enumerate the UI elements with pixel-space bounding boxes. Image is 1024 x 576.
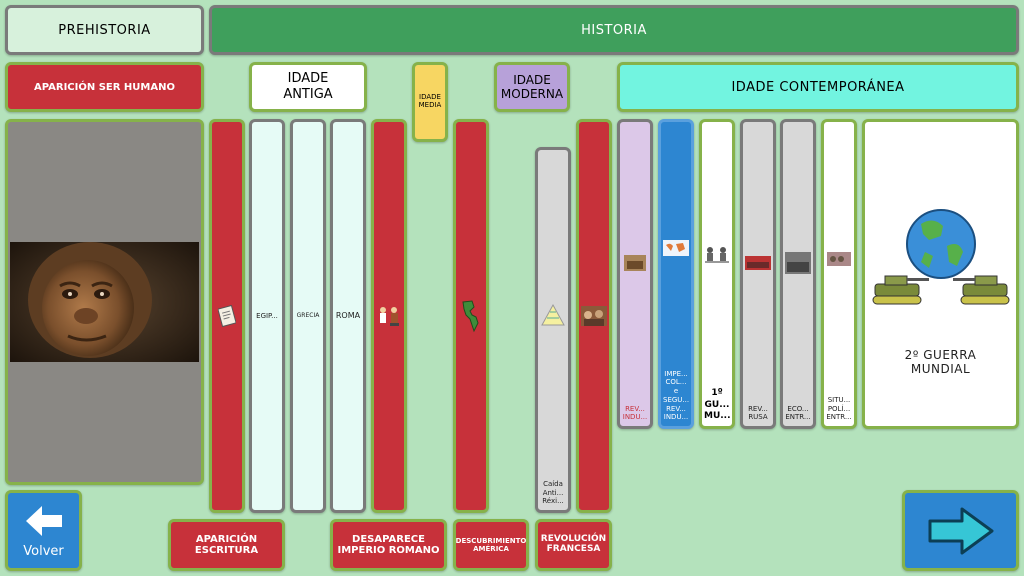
aparicion-ser-humano-label: APARICIÓN SER HUMANO <box>34 81 175 93</box>
idade-moderna-button[interactable]: IDADE MODERNA <box>494 62 570 112</box>
revolucion-rusa-label: REV... RUSA <box>748 404 768 422</box>
globe-tanks-icon <box>872 209 1009 305</box>
russian-revolution-icon <box>745 256 771 271</box>
idade-contemporanea-button[interactable]: IDADE CONTEMPORÁNEA <box>617 62 1019 112</box>
prehistory-photo-panel[interactable] <box>5 119 204 485</box>
escritura-column[interactable] <box>209 119 245 513</box>
egipto-column[interactable]: EGIP... <box>249 119 285 513</box>
next-button[interactable] <box>902 490 1019 571</box>
revolucion-industrial-column[interactable]: REV... INDU... <box>617 119 653 429</box>
idade-media-button[interactable]: IDADE MEDIA <box>412 62 448 142</box>
segunda-guerra-label: 2º GUERRA MUNDIAL <box>904 348 977 377</box>
revolution-scene-icon <box>581 306 607 326</box>
desaparece-imperio-label: DESAPARECE IMPERIO ROMANO <box>337 534 440 556</box>
revolucion-francesa-label: REVOLUCIÓN FRANCESA <box>540 534 607 554</box>
historia-header[interactable]: HISTORIA <box>209 5 1019 55</box>
tank-left <box>872 275 929 305</box>
grecia-column[interactable]: GRECIA <box>290 119 326 513</box>
segunda-guerra-panel[interactable]: 2º GUERRA MUNDIAL <box>862 119 1019 429</box>
prehistoria-label: PREHISTORIA <box>58 22 151 38</box>
arrow-left-icon <box>25 506 62 536</box>
industry-icon <box>624 255 646 272</box>
tank-right <box>952 275 1009 305</box>
soldiers-icon <box>705 247 729 263</box>
egipto-label: EGIP... <box>256 311 278 320</box>
prehistoria-header[interactable]: PREHISTORIA <box>5 5 204 55</box>
idade-media-label: IDADE MEDIA <box>418 93 442 109</box>
situacion-politica-column[interactable]: SITU... POLÍ... ENTR... <box>821 119 857 429</box>
historia-label: HISTORIA <box>581 22 647 38</box>
descubrimiento-america-label: DESCUBRIMIENTO AMÉRICA <box>455 536 527 553</box>
roma-column[interactable]: ROMA <box>330 119 366 513</box>
hominid-photo <box>10 242 199 362</box>
volver-button[interactable]: Volver <box>5 490 82 571</box>
situacion-politica-label: SITU... POLÍ... ENTR... <box>826 395 852 422</box>
roman-figures-icon <box>380 307 399 326</box>
idade-antiga-button[interactable]: IDADE ANTIGA <box>249 62 367 112</box>
idade-contemporanea-label: IDADE CONTEMPORÁNEA <box>731 79 905 95</box>
world-map-icon <box>663 240 689 256</box>
idade-antiga-label: IDADE ANTIGA <box>283 71 333 102</box>
revolucion-industrial-label: REV... INDU... <box>622 404 648 422</box>
imperio-romano-column[interactable] <box>371 119 407 513</box>
economia-label: ECO... ENTR... <box>785 404 811 422</box>
aparicion-ser-humano-button[interactable]: APARICIÓN SER HUMANO <box>5 62 204 112</box>
desaparece-imperio-button[interactable]: DESAPARECE IMPERIO ROMANO <box>330 519 447 571</box>
americas-map-icon <box>462 300 479 333</box>
political-crowd-icon <box>827 251 851 266</box>
grecia-label: GRECIA <box>296 312 320 320</box>
imperialismo-label: IMPE... COL... e SEGU... REV... INDU... <box>663 369 690 422</box>
descubrimiento-america-button[interactable]: DESCUBRIMIENTO AMÉRICA <box>453 519 529 571</box>
roma-label: ROMA <box>335 311 361 320</box>
revolucion-rusa-column[interactable]: REV... RUSA <box>740 119 776 429</box>
aparicion-escritura-button[interactable]: APARICIÓN ESCRITURA <box>168 519 285 571</box>
caida-label: Caída Anti... Réxi... <box>542 479 564 506</box>
scroll-icon <box>218 305 236 327</box>
crowd-photo-icon <box>785 252 811 275</box>
caida-antiguo-regimen-column[interactable]: Caída Anti... Réxi... <box>535 147 571 513</box>
arrow-right-icon <box>928 507 993 554</box>
economia-entreguerras-column[interactable]: ECO... ENTR... <box>780 119 816 429</box>
social-pyramid-icon <box>541 303 565 326</box>
aparicion-escritura-label: APARICIÓN ESCRITURA <box>194 534 259 556</box>
volver-label: Volver <box>23 544 64 559</box>
primera-guerra-label: 1º GU... MU... <box>704 388 731 421</box>
revolucion-francesa-column[interactable] <box>576 119 612 513</box>
primera-guerra-column[interactable]: 1º GU... MU... <box>699 119 735 429</box>
imperialismo-column[interactable]: IMPE... COL... e SEGU... REV... INDU... <box>658 119 694 429</box>
revolucion-francesa-button[interactable]: REVOLUCIÓN FRANCESA <box>535 519 612 571</box>
america-column[interactable] <box>453 119 489 513</box>
idade-moderna-label: IDADE MODERNA <box>500 72 564 101</box>
